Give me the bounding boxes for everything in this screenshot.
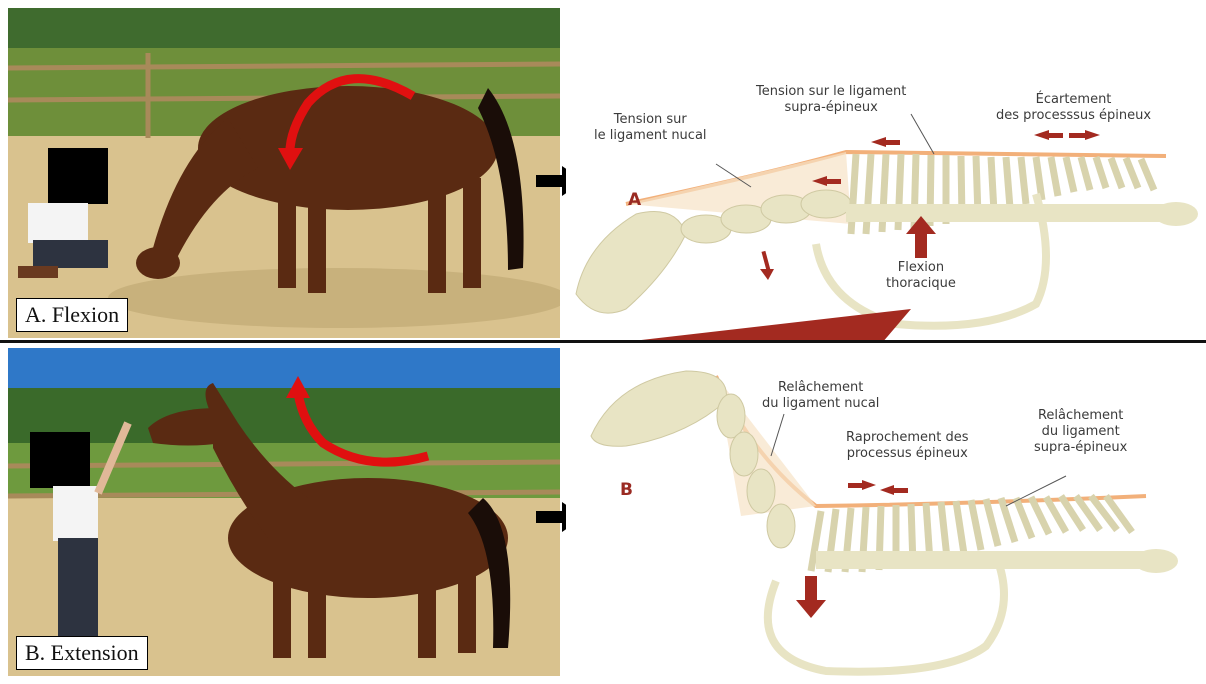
extension-scene	[8, 348, 560, 676]
extension-caption: B. Extension	[16, 636, 148, 670]
flexion-caption: A. Flexion	[16, 298, 128, 332]
label-letter-a: A	[628, 190, 641, 210]
flexion-scene	[8, 8, 560, 338]
flexion-photo: A. Flexion	[8, 8, 560, 338]
panel-divider	[0, 340, 1206, 343]
label-letter-b: B	[620, 480, 633, 500]
extension-photo: B. Extension	[8, 348, 560, 676]
skeleton-extension	[566, 346, 1206, 682]
